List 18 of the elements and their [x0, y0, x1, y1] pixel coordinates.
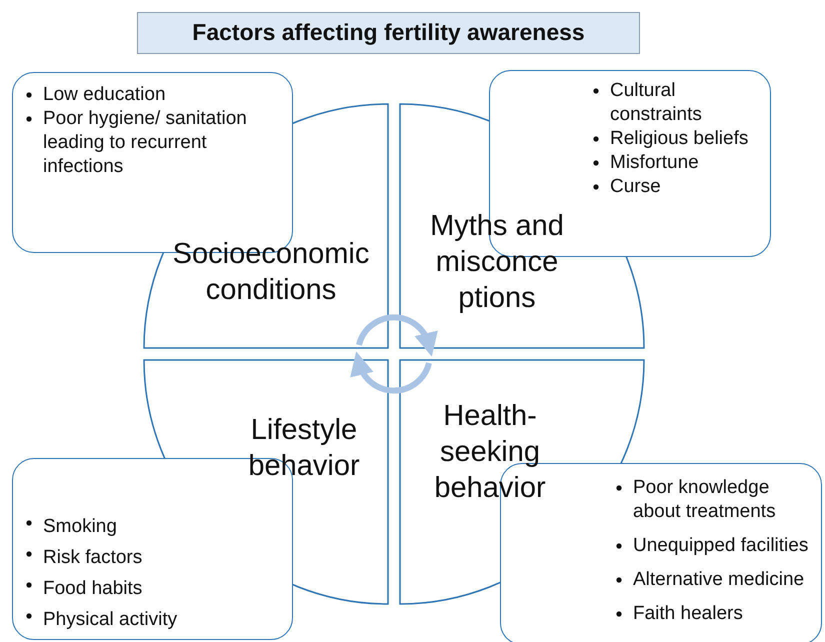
bullet-item: Religious beliefs: [610, 127, 764, 151]
quadrant-label: Socioeconomic conditions: [172, 237, 370, 308]
bullet-item: Misfortune: [610, 151, 764, 175]
bullet-item: Poor hygiene/ sanitation leading to recurrent infections: [43, 107, 286, 179]
curved-arrow: [356, 314, 437, 356]
bullet-item: Physical activity: [43, 604, 286, 635]
bullet-item: Poor knowledge about treatments: [633, 476, 815, 524]
bullet-item: Curse: [610, 175, 764, 199]
bullet-item: Unequipped facilities: [633, 534, 815, 558]
bullet-item: Low education: [43, 83, 286, 107]
bullet-item: Food habits: [43, 573, 286, 604]
bullet-item: Risk factors: [43, 542, 286, 573]
bullet-item: Faith healers: [633, 602, 815, 626]
curved-arrow: [351, 352, 432, 394]
bullet-item: Alternative medicine: [633, 568, 815, 592]
bullet-item: Cultural constraints: [610, 79, 764, 127]
bullet-item: Smoking: [43, 511, 286, 542]
title: Factors affecting fertility awareness: [137, 12, 640, 54]
